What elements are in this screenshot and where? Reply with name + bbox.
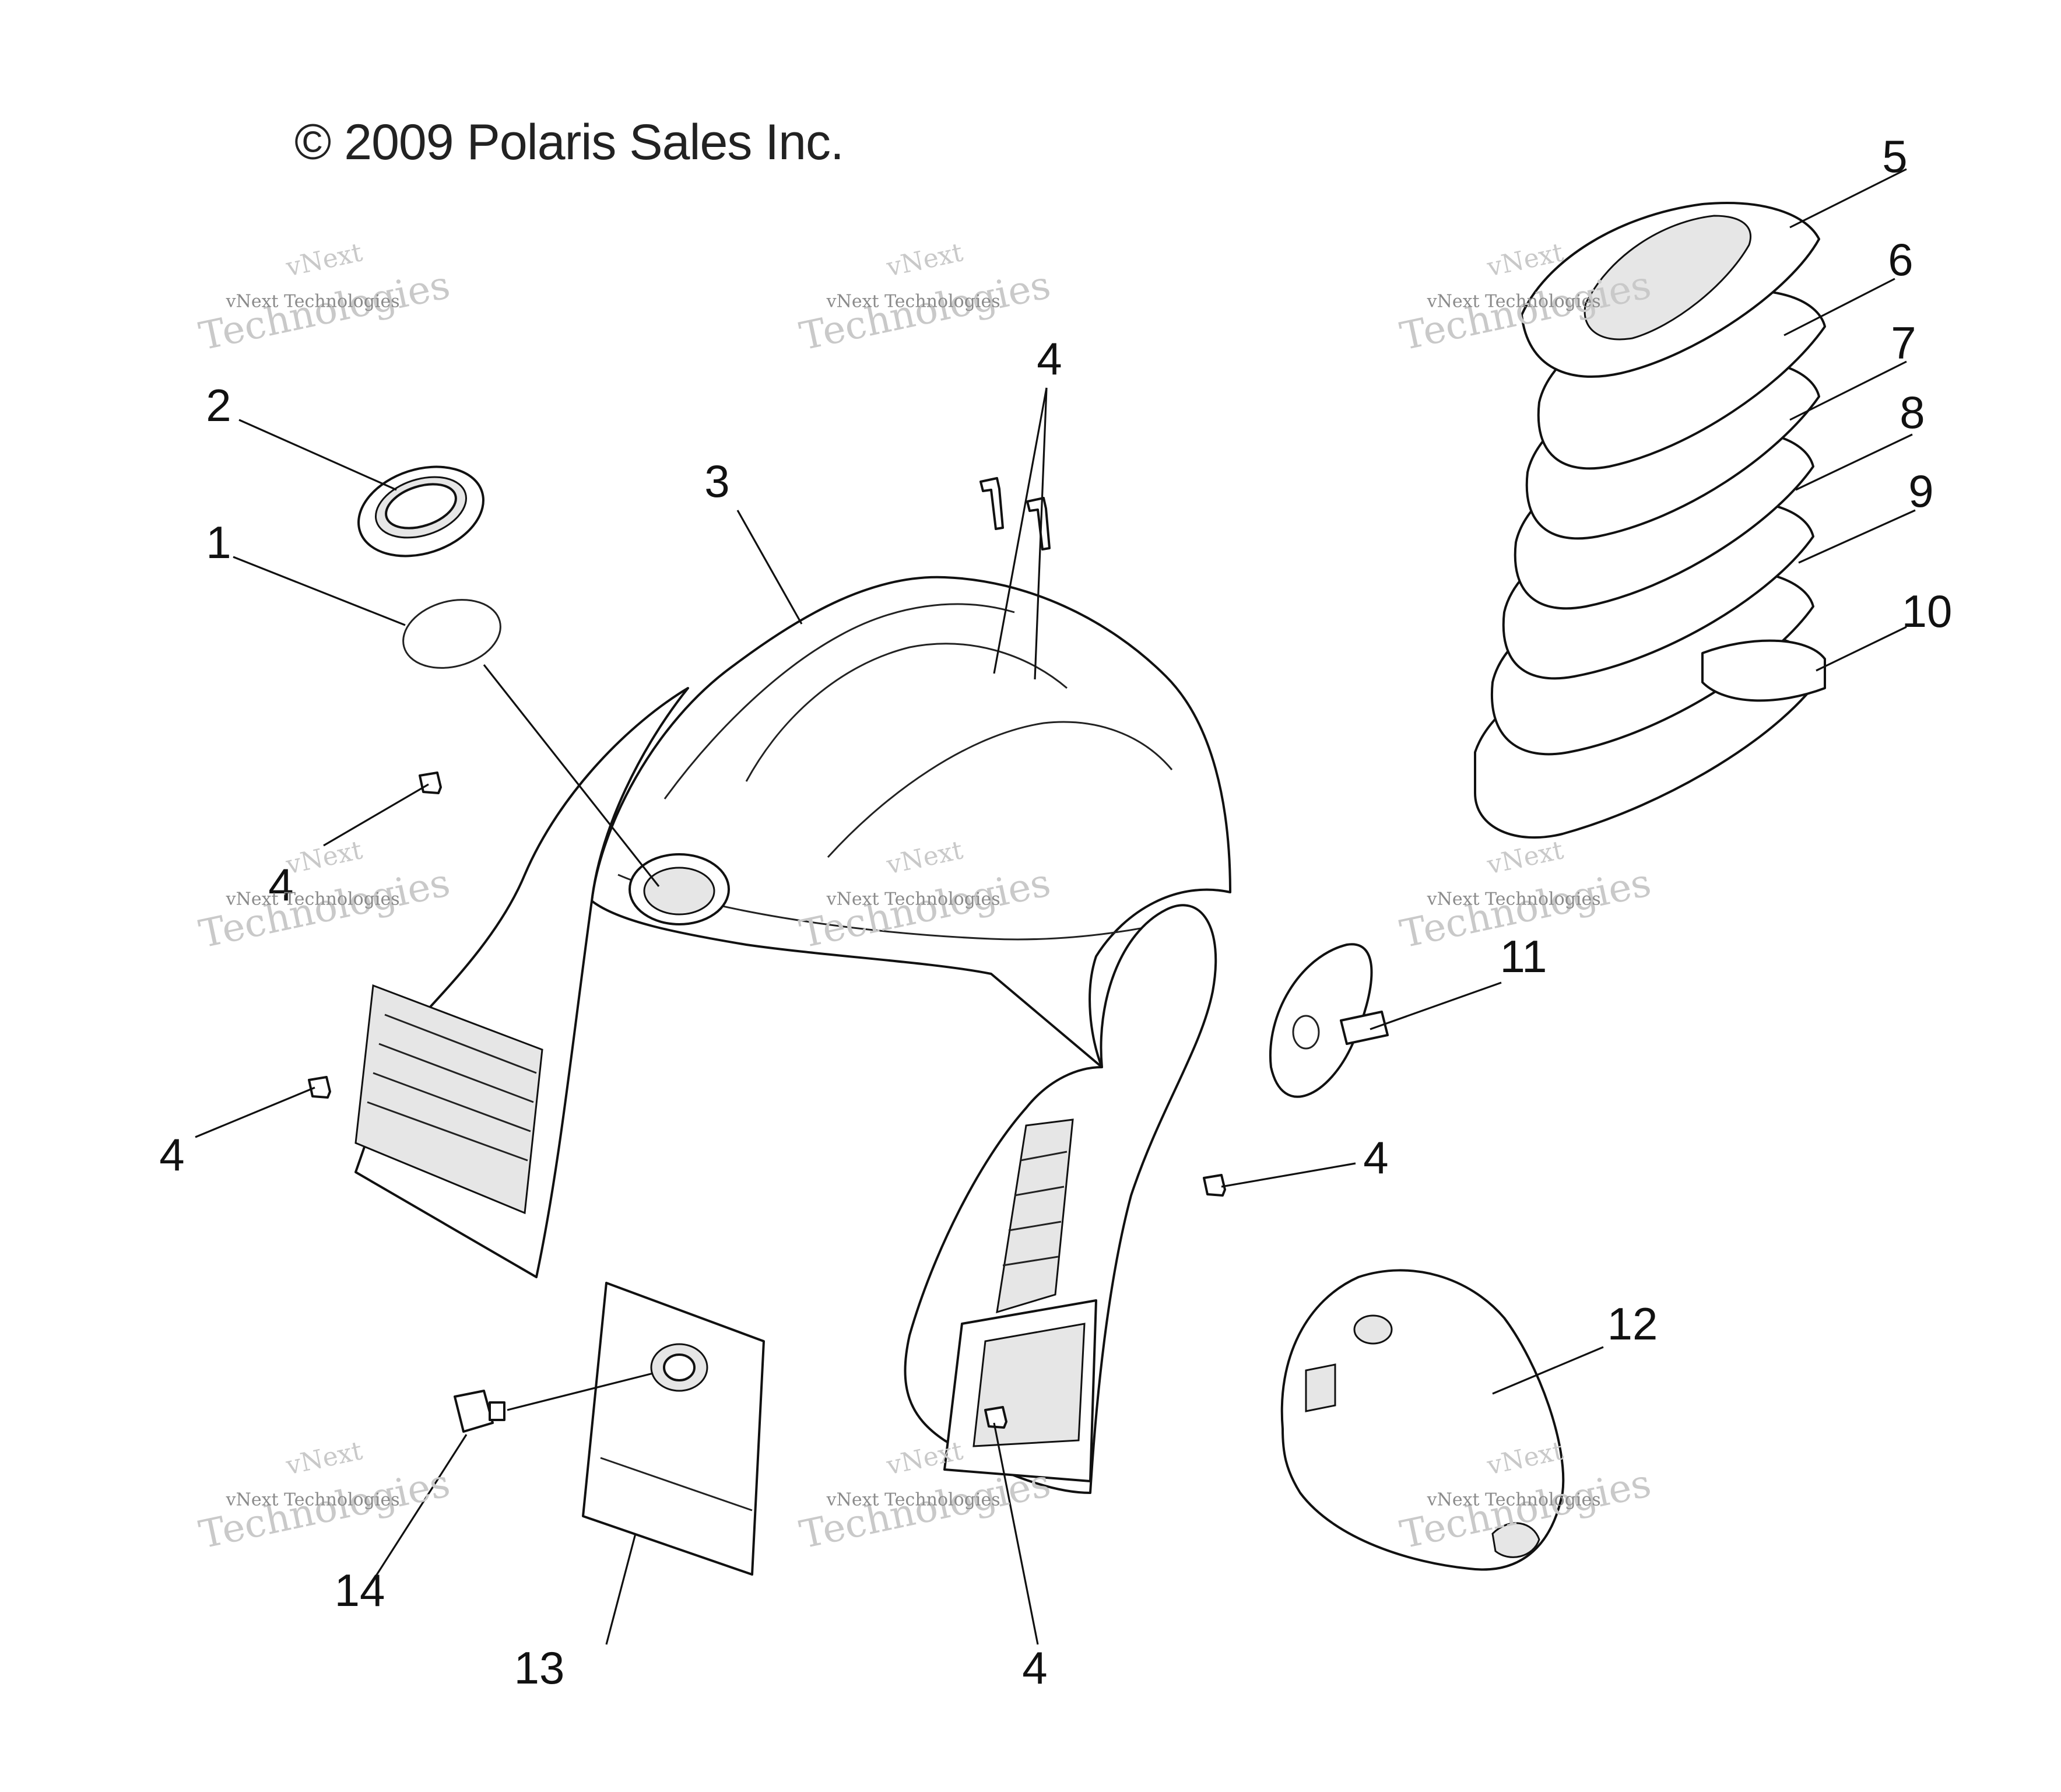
parts-5-10-gauge-panels	[1474, 202, 1826, 839]
callout-4-left-upper: 4	[268, 859, 294, 910]
callout-4-top: 4	[1037, 333, 1062, 384]
callout-4-left-lower: 4	[159, 1129, 185, 1180]
callout-10: 10	[1901, 585, 1953, 637]
callout-4-right: 4	[1363, 1132, 1389, 1183]
part-13-storage-lid	[582, 1282, 765, 1576]
callout-5: 5	[1882, 131, 1908, 182]
callout-8: 8	[1900, 387, 1925, 438]
copyright-notice: © 2009 Polaris Sales Inc.	[294, 114, 844, 170]
callout-11: 11	[1500, 931, 1547, 982]
callout-12: 12	[1607, 1298, 1658, 1349]
part-3-console	[354, 576, 1231, 1494]
callout-4-bottom: 4	[1022, 1642, 1048, 1693]
callout-14: 14	[334, 1565, 385, 1616]
callout-3: 3	[704, 455, 730, 507]
callout-7: 7	[1891, 317, 1916, 369]
leader-lines	[195, 168, 1916, 1645]
callout-2: 2	[206, 380, 231, 431]
callout-1: 1	[206, 517, 231, 568]
part-14-knob	[454, 1390, 505, 1433]
part-1-o-ring	[402, 599, 501, 669]
part-11-cap	[1269, 943, 1389, 1098]
callout-9: 9	[1908, 465, 1934, 517]
part-4-screws	[308, 477, 1226, 1429]
part-12-glove-box	[1280, 1269, 1565, 1571]
callout-6: 6	[1888, 234, 1913, 285]
callout-13: 13	[514, 1642, 565, 1693]
part-2-bezel	[357, 465, 484, 557]
